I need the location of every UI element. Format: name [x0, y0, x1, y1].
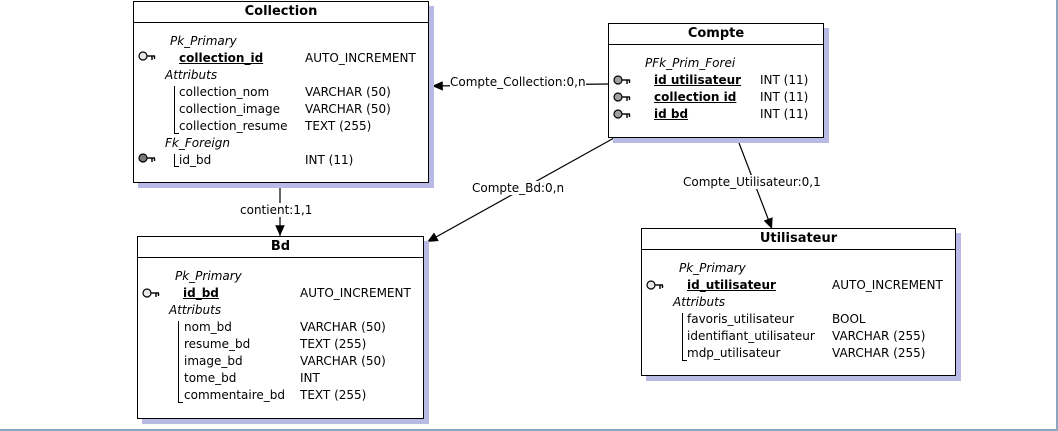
tree-line [682, 360, 687, 361]
attr-field-name: nom_bd [184, 320, 232, 334]
pk-section-label: Pk_Primary [175, 269, 242, 283]
attr-field-type: VARCHAR (50) [300, 354, 386, 368]
frame-bottom-border [0, 429, 1058, 431]
attr-field-name: favoris_utilisateur [687, 312, 795, 326]
tree-line [178, 402, 183, 403]
pk-section-label: PFk_Prim_Forei [645, 56, 736, 70]
attr-field-type: VARCHAR (50) [300, 320, 386, 334]
foreign-key-icon [138, 153, 156, 163]
tree-line [174, 133, 179, 134]
pk-field-type: AUTO_INCREMENT [300, 286, 411, 300]
entity-utilisateur[interactable]: Utilisateur Pk_Primary id_utilisateur AU… [641, 228, 956, 376]
attr-field-name: image_bd [184, 354, 243, 368]
fk-field-name: id_bd [179, 153, 212, 167]
fk-section-label: Fk_Foreign [165, 136, 230, 150]
attr-field-name: collection_resume [179, 119, 288, 133]
pk-field-type: AUTO_INCREMENT [832, 278, 943, 292]
attr-field-name: identifiant_utilisateur [687, 329, 815, 343]
entity-title: Utilisateur [642, 229, 955, 250]
attr-field-type: TEXT (255) [300, 388, 367, 402]
label-compte-collection: Compte_Collection:0,n [450, 75, 586, 89]
pk-field-name: collection id [654, 90, 737, 104]
pk-field-type: INT (11) [760, 73, 809, 87]
attr-field-type: VARCHAR (255) [832, 329, 926, 343]
tree-line [174, 166, 179, 167]
attr-field-name: resume_bd [184, 337, 251, 351]
pk-field-type: INT (11) [760, 90, 809, 104]
label-contient: contient:1,1 [240, 203, 313, 217]
primary-key-icon [138, 51, 156, 61]
attr-field-name: tome_bd [184, 371, 237, 385]
entity-title: Bd [138, 237, 423, 258]
pk-field-name: collection_id [179, 51, 264, 65]
attr-field-type: TEXT (255) [300, 337, 367, 351]
attr-field-type: INT [300, 371, 320, 385]
tree-line [682, 313, 683, 361]
pk-section-label: Pk_Primary [679, 261, 746, 275]
primary-foreign-key-icon [613, 75, 631, 85]
attr-field-name: collection_nom [179, 85, 270, 99]
attr-field-type: VARCHAR (255) [832, 346, 926, 360]
pk-field-name: id bd [654, 107, 689, 121]
primary-foreign-key-icon [613, 92, 631, 102]
frame-right-border [1056, 0, 1058, 431]
entity-title: Collection [134, 2, 428, 23]
entity-title: Compte [609, 24, 823, 45]
primary-key-icon [142, 288, 160, 298]
pk-field-type: AUTO_INCREMENT [305, 51, 416, 65]
entity-collection[interactable]: Collection Pk_Primary collection_id AUTO… [133, 1, 429, 183]
attr-field-type: VARCHAR (50) [305, 85, 391, 99]
primary-foreign-key-icon [613, 109, 631, 119]
attr-field-type: BOOL [832, 312, 866, 326]
attr-field-type: TEXT (255) [305, 119, 372, 133]
attr-field-name: mdp_utilisateur [687, 346, 781, 360]
label-compte-utilisateur: Compte_Utilisateur:0,1 [683, 175, 821, 189]
tree-line [174, 86, 175, 134]
entity-compte[interactable]: Compte PFk_Prim_Forei id utilisateur INT… [608, 23, 824, 138]
attr-section-label: Attributs [673, 295, 726, 309]
pk-field-type: INT (11) [760, 107, 809, 121]
attr-field-type: VARCHAR (50) [305, 102, 391, 116]
entity-bd[interactable]: Bd Pk_Primary id_bd AUTO_INCREMENT Attri… [137, 236, 424, 419]
label-compte-bd: Compte_Bd:0,n [472, 181, 565, 195]
tree-line [174, 154, 175, 167]
pk-field-name: id utilisateur [654, 73, 742, 87]
pk-field-name: id_bd [183, 286, 219, 300]
attr-section-label: Attributs [169, 303, 222, 317]
attr-field-name: collection_image [179, 102, 280, 116]
tree-line [178, 321, 179, 403]
attr-field-name: commentaire_bd [184, 388, 285, 402]
pk-section-label: Pk_Primary [170, 34, 237, 48]
attr-section-label: Attributs [165, 68, 218, 82]
pk-field-name: id_utilisateur [687, 278, 776, 292]
fk-field-type: INT (11) [305, 153, 354, 167]
primary-key-icon [646, 280, 664, 290]
